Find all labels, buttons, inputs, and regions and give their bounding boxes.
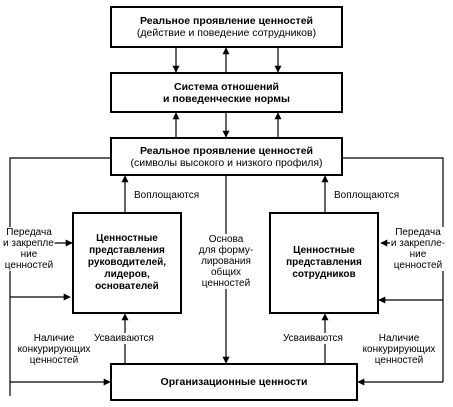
box-org-values: Организационные ценности (110, 363, 358, 401)
box-employees-line: представления (286, 257, 362, 268)
label-competing-right: Наличие конкурирующих ценностей (361, 333, 437, 366)
label-line: Передача (6, 227, 52, 238)
label-line: для форму- (198, 245, 254, 256)
label-transfer-right: Передача и закрепле- ние ценностей (390, 227, 446, 271)
label-line: ценностей (393, 260, 443, 271)
label-absorbed-right: Усваиваются (283, 333, 343, 344)
label-line: Передача (395, 227, 441, 238)
box-employees-line: Ценностные (293, 245, 355, 256)
label-line: ценностей (4, 260, 54, 271)
label-line: конкурирующих (17, 344, 91, 355)
label-line: и закрепле- (3, 238, 58, 249)
box-top: Реальное проявление ценностей (действие … (110, 6, 343, 48)
label-line: и закрепле- (390, 238, 446, 249)
box-middle: Реальное проявление ценностей (символы в… (110, 137, 343, 176)
label-transfer-left: Передача и закрепле- ние ценностей (3, 227, 58, 271)
box-employees: Ценностные представления сотрудников (269, 212, 379, 314)
box-top-subtitle: (действие и поведение сотрудников) (136, 27, 317, 39)
box-leaders-line: представления (89, 245, 165, 256)
box-system-line1: Система отношений (174, 80, 279, 93)
box-leaders-line: Ценностные (96, 233, 158, 244)
label-line: Основа (208, 234, 244, 245)
label-line: Наличие (378, 333, 420, 344)
box-leaders: Ценностные представления руководителей, … (72, 212, 182, 314)
box-top-title: Реальное проявление ценностей (140, 15, 313, 27)
box-leaders-line: основателей (95, 281, 159, 292)
label-line: ценностей (201, 278, 251, 289)
label-line: ценностей (29, 355, 79, 366)
label-line: ние (20, 249, 38, 260)
label-line: конкурирующих (362, 344, 436, 355)
box-org-title: Организационные ценности (160, 376, 308, 388)
box-middle-subtitle: (символы высокого и низкого профиля) (130, 156, 323, 169)
box-system: Система отношений и поведенческие нормы (110, 72, 343, 113)
label-competing-left: Наличие конкурирующих ценностей (16, 333, 92, 366)
label-line: лирования (201, 256, 251, 267)
label-embodied-right: Воплощаются (334, 190, 400, 201)
box-system-line2: и поведенческие нормы (163, 92, 290, 105)
label-embodied-left: Воплощаются (134, 190, 200, 201)
label-absorbed-left: Усваиваются (94, 333, 154, 344)
label-basis: Основа для форму- лирования общих ценнос… (196, 234, 256, 289)
right-outer-loop (339, 157, 444, 382)
box-leaders-line: лидеров, (104, 269, 150, 280)
box-middle-title: Реальное проявление ценностей (140, 144, 313, 157)
label-line: ние (409, 249, 427, 260)
box-leaders-line: руководителей, (87, 257, 167, 268)
label-line: ценностей (374, 355, 424, 366)
label-line: Наличие (33, 333, 75, 344)
box-employees-line: сотрудников (292, 269, 356, 280)
left-outer-loop (9, 157, 112, 396)
label-line: общих (210, 267, 242, 278)
